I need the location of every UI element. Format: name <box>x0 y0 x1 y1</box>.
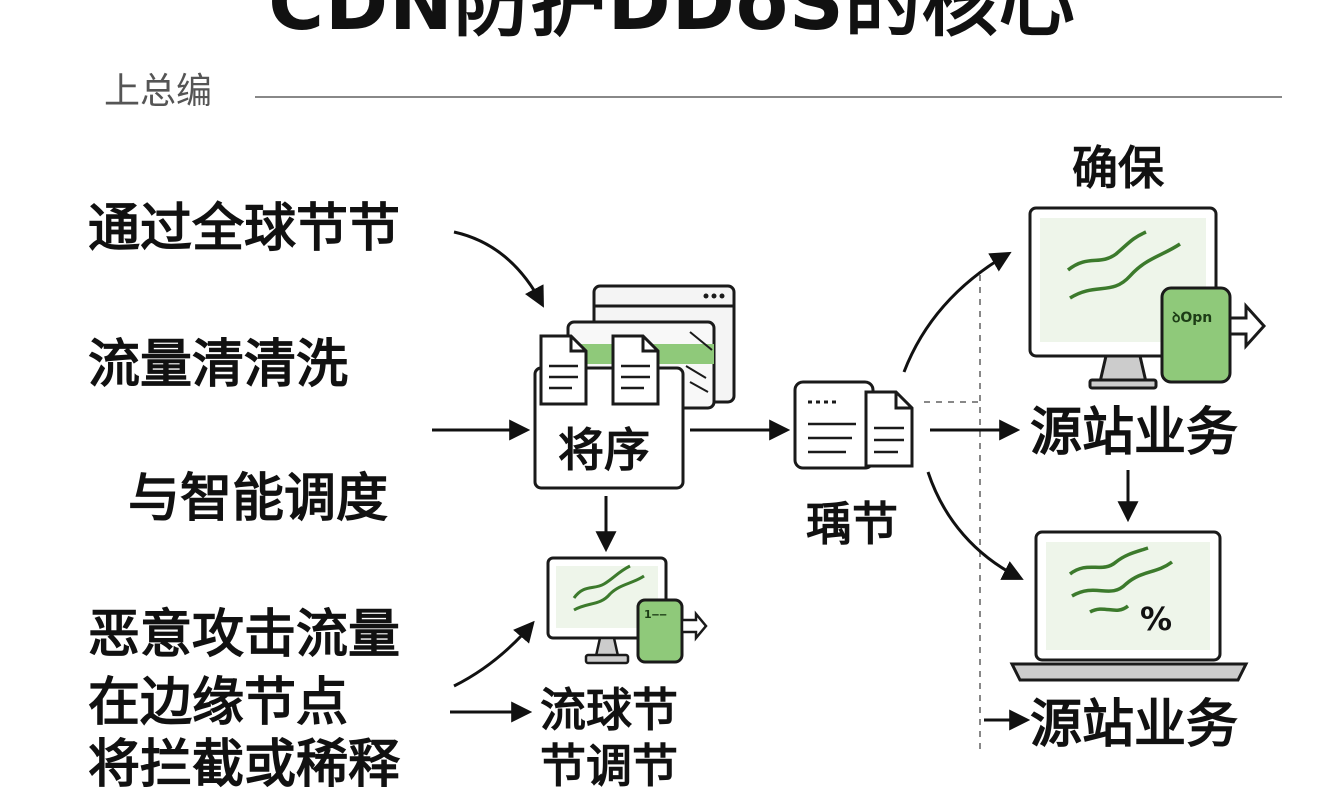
right-mid-label: 源站业务 <box>1030 403 1239 463</box>
page-subtitle: 上总编 <box>104 71 213 112</box>
left-text-line-2: 流量清清洗 <box>88 335 349 395</box>
node-document-icon <box>793 380 914 470</box>
laptop-percent: % <box>1140 600 1173 638</box>
arrow-node-down <box>926 471 1024 580</box>
document-icon <box>539 334 588 406</box>
arrow-curved-bottom-left <box>453 620 535 688</box>
left-text-line-5: 在边缘节点 <box>88 673 349 733</box>
title-divider <box>255 96 1282 98</box>
page-title: CDN防护DDoS的核心 <box>268 0 1076 47</box>
node-label: 瑀节 <box>806 497 898 551</box>
laptop-icon <box>1009 530 1249 682</box>
bottom-center-label-2: 节调节 <box>540 739 678 793</box>
small-monitor-tag: 1‒‒ <box>644 608 667 621</box>
bottom-center-label: 流球节 <box>540 683 678 737</box>
arrow-node-up <box>902 251 1012 373</box>
diagram-canvas <box>432 206 1267 750</box>
left-text-line-3: 与智能调度 <box>128 469 389 529</box>
left-text-line-6: 将拦截或稀释 <box>88 735 401 795</box>
center-box-label: 将序 <box>558 423 650 477</box>
left-text-line-4: 恶意攻击流量 <box>88 605 401 665</box>
large-monitor-icon <box>1028 206 1267 390</box>
right-top-label: 确保 <box>1072 141 1164 195</box>
monitor-tag: ꝺOpn <box>1172 310 1213 326</box>
document-icon <box>611 334 660 406</box>
right-bottom-label: 源站业务 <box>1030 695 1239 755</box>
small-monitor-icon <box>546 556 708 665</box>
left-text-line-1: 通过全球节节 <box>88 199 401 259</box>
arrow-curved-top-left <box>453 230 544 308</box>
